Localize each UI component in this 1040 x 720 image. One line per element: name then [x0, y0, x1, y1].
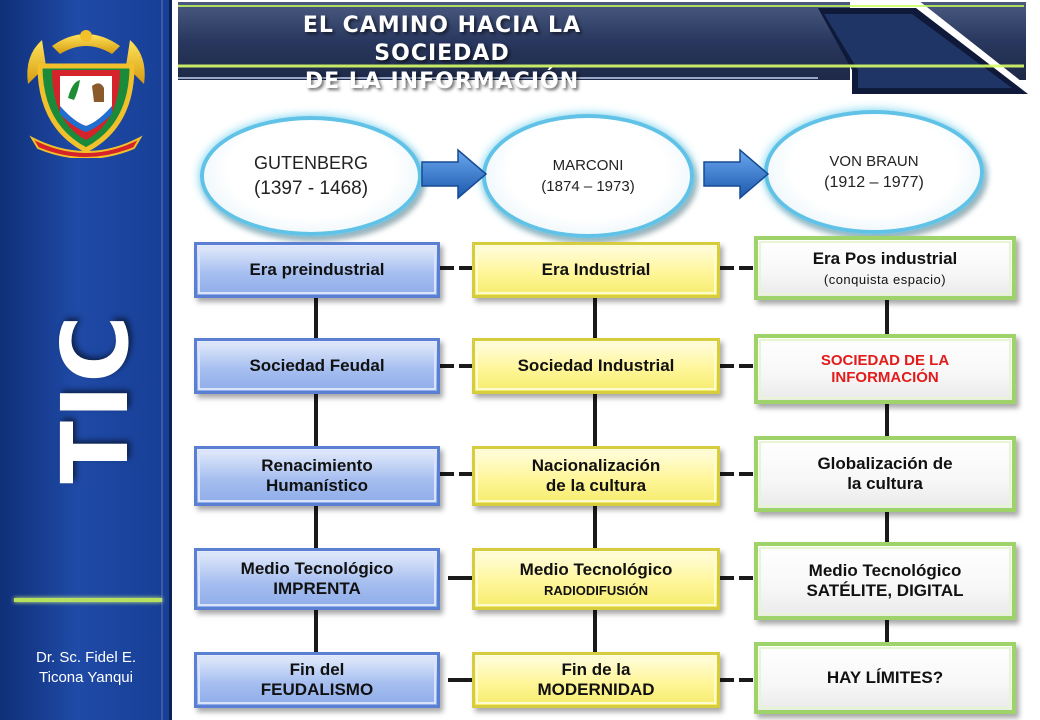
person-name: MARCONI — [552, 157, 624, 174]
title-line-2: DE LA INFORMACIÓN — [304, 69, 580, 94]
box-text: Era preindustrial — [249, 260, 385, 279]
vertical-connector — [593, 610, 597, 652]
right-arrow-icon — [703, 148, 770, 200]
box-text: la cultura — [847, 474, 923, 493]
box-text: Medio Tecnológico — [808, 561, 962, 580]
vertical-connector — [885, 404, 889, 436]
university-crest-logo — [27, 30, 145, 158]
dashed-connector — [720, 576, 734, 580]
dashed-connector — [440, 266, 454, 270]
dashed-connector — [739, 576, 753, 580]
vertical-connector — [314, 506, 318, 548]
dashed-connector — [739, 266, 753, 270]
box-medio-radiodifusion: Medio Tecnológico RADIODIFUSIÓN — [472, 548, 720, 610]
box-text: Fin de la — [561, 660, 631, 679]
box-medio-satelite: Medio Tecnológico SATÉLITE, DIGITAL — [754, 542, 1016, 620]
dashed-connector — [459, 266, 473, 270]
dashed-connector — [440, 364, 454, 368]
box-text: SATÉLITE, DIGITAL — [806, 581, 964, 600]
box-nacionalizacion: Nacionalización de la cultura — [472, 446, 720, 506]
box-text: Globalización de — [817, 454, 953, 473]
box-sociedad-feudal: Sociedad Feudal — [194, 338, 440, 394]
box-hay-limites: HAY LÍMITES? — [754, 642, 1016, 714]
box-text: Sociedad Feudal — [249, 356, 385, 375]
box-renacimiento: Renacimiento Humanístico — [194, 446, 440, 506]
person-marconi: MARCONI (1874 – 1973) — [482, 114, 694, 238]
person-name: VON BRAUN — [829, 152, 919, 170]
box-text: MODERNIDAD — [537, 680, 655, 699]
vertical-connector — [885, 620, 889, 642]
dashed-connector — [459, 472, 473, 476]
box-fin-feudalismo: Fin del FEUDALISMO — [194, 652, 440, 708]
box-text: Renacimiento — [261, 456, 373, 475]
box-text: IMPRENTA — [273, 579, 361, 598]
box-medio-imprenta: Medio Tecnológico IMPRENTA — [194, 548, 440, 610]
dashed-connector — [739, 364, 753, 368]
vertical-connector — [885, 512, 889, 542]
author-credit: Dr. Sc. Fidel E. Ticona Yanqui — [0, 648, 172, 688]
box-era-preindustrial: Era preindustrial — [194, 242, 440, 298]
box-text: Sociedad Industrial — [517, 356, 675, 375]
sidebar-divider — [14, 598, 162, 602]
box-fin-modernidad: Fin de la MODERNIDAD — [472, 652, 720, 708]
box-text: Fin del — [289, 660, 345, 679]
vertical-connector — [314, 298, 318, 340]
person-von-braun: VON BRAUN (1912 – 1977) — [764, 110, 984, 234]
box-text: FEUDALISMO — [260, 680, 374, 699]
person-gutenberg: GUTENBERG (1397 - 1468) — [200, 116, 422, 236]
vertical-connector — [593, 394, 597, 446]
box-text: Medio Tecnológico — [240, 559, 394, 578]
box-text: Medio Tecnológico — [519, 560, 673, 579]
box-text: INFORMACIÓN — [831, 369, 939, 386]
person-name: GUTENBERG — [253, 152, 368, 173]
dashed-connector — [440, 472, 454, 476]
author-line-2: Ticona Yanqui — [39, 669, 133, 686]
title-banner — [178, 0, 1040, 96]
page-title: EL CAMINO HACIA LA SOCIEDAD DE LA INFORM… — [232, 12, 652, 96]
box-text: Era Industrial — [541, 260, 651, 279]
box-era-pos-industrial: Era Pos industrial (conquista espacio) — [754, 236, 1016, 300]
vertical-connector — [593, 298, 597, 340]
dashed-connector — [459, 364, 473, 368]
vertical-connector — [593, 506, 597, 548]
box-text: SOCIEDAD DE LA — [820, 352, 950, 369]
dashed-connector — [720, 472, 734, 476]
dashed-connector — [448, 678, 472, 682]
right-arrow-icon — [421, 148, 488, 200]
box-era-industrial: Era Industrial — [472, 242, 720, 298]
author-line-1: Dr. Sc. Fidel E. — [35, 649, 137, 666]
box-text: RADIODIFUSIÓN — [544, 583, 648, 598]
dashed-connector — [448, 576, 472, 580]
dashed-connector — [720, 266, 734, 270]
dashed-connector — [720, 678, 734, 682]
dashed-connector — [739, 678, 753, 682]
vertical-connector — [314, 394, 318, 446]
box-text: de la cultura — [545, 476, 647, 495]
box-text: Nacionalización — [531, 456, 661, 475]
dashed-connector — [739, 472, 753, 476]
dashed-connector — [720, 364, 734, 368]
box-text: HAY LÍMITES? — [826, 668, 944, 687]
vertical-connector — [885, 300, 889, 334]
sidebar: TIC Dr. Sc. Fidel E. Ticona Yanqui — [0, 0, 172, 720]
tic-vertical-label: TIC — [41, 312, 149, 484]
box-sociedad-informacion: SOCIEDAD DE LA INFORMACIÓN — [754, 334, 1016, 404]
person-years: (1874 – 1973) — [541, 178, 635, 195]
box-text: Humanístico — [265, 476, 369, 495]
vertical-connector — [314, 610, 318, 652]
title-line-1: EL CAMINO HACIA LA SOCIEDAD — [302, 13, 582, 66]
person-years: (1912 – 1977) — [824, 173, 924, 191]
box-text: (conquista espacio) — [823, 272, 947, 287]
person-years: (1397 - 1468) — [253, 177, 369, 199]
box-globalizacion: Globalización de la cultura — [754, 436, 1016, 512]
box-text: Era Pos industrial — [812, 249, 958, 268]
box-sociedad-industrial: Sociedad Industrial — [472, 338, 720, 394]
